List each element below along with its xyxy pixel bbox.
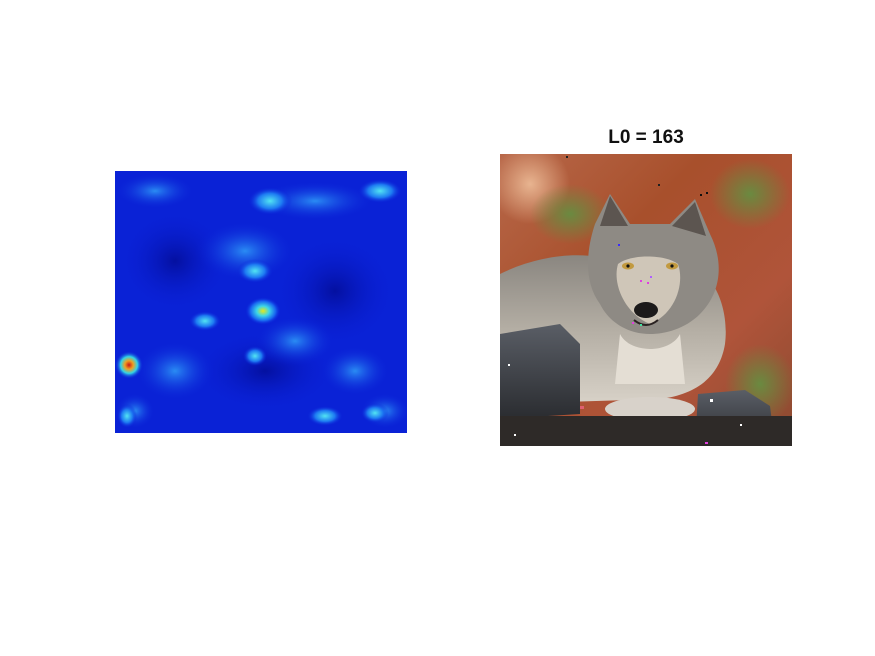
heatmap-image — [115, 171, 407, 433]
wolf-image — [500, 154, 792, 446]
wolf-photo — [500, 154, 792, 446]
perturbation-pixels — [508, 156, 742, 444]
saliency-heatmap — [115, 171, 407, 433]
photo-title: L0 = 163 — [608, 127, 684, 148]
